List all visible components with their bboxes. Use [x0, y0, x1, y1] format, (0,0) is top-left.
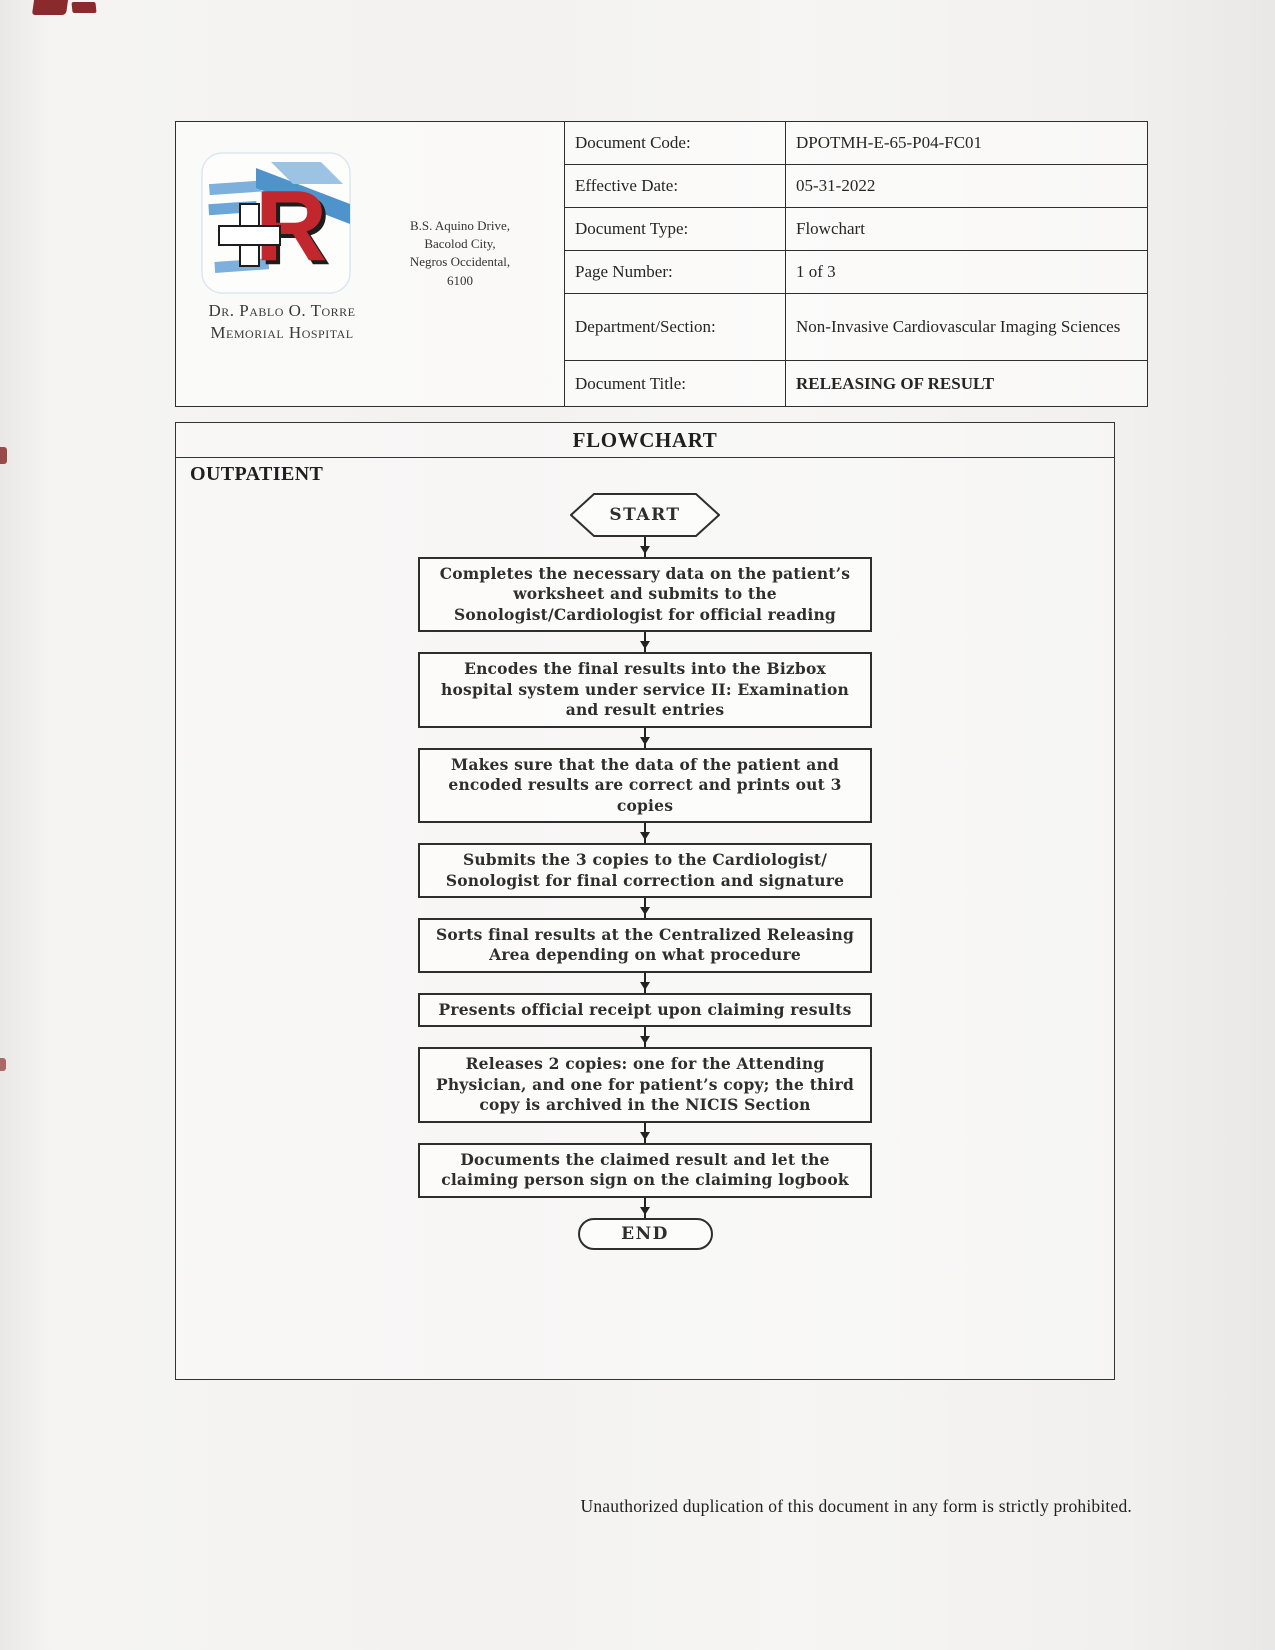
scan-artifact [0, 1058, 6, 1071]
flow-arrow [644, 537, 646, 557]
flow-arrow [644, 1122, 646, 1143]
flow-column: START Completes the necessary data on th… [418, 493, 872, 1250]
department-section-value: Non-Invasive Cardiovascular Imaging Scie… [785, 293, 1148, 361]
hospital-name-line2: Memorial Hospital [210, 323, 354, 343]
document-code-label: Document Code: [564, 121, 786, 165]
document-code-value: DPOTMH-E-65-P04-FC01 [785, 121, 1148, 165]
page-number-value: 1 of 3 [785, 250, 1148, 294]
flow-arrow [644, 1027, 646, 1048]
document-type-value: Flowchart [785, 207, 1148, 251]
outpatient-label: OUTPATIENT [190, 463, 324, 485]
flowchart-title: FLOWCHART [176, 423, 1114, 458]
end-terminator: END [577, 1217, 713, 1250]
hospital-address: B.S. Aquino Drive, Bacolod City, Negros … [409, 218, 511, 288]
flow-arrow [644, 727, 646, 748]
hospital-name: Dr. Pablo O. Torre Memorial Hospital [176, 300, 388, 344]
effective-date-label: Effective Date: [564, 164, 786, 208]
document-title-value: RELEASING OF RESULT [785, 360, 1148, 407]
document-title-label: Document Title: [564, 360, 786, 407]
flow-arrow [644, 972, 646, 993]
flow-step-7: Releases 2 copies: one for the Attending… [418, 1047, 872, 1123]
footer-note: Unauthorized duplication of this documen… [580, 1496, 1132, 1516]
page-number-label: Page Number: [564, 250, 786, 294]
flow-step-5: Sorts final results at the Centralized R… [418, 917, 872, 973]
department-section-label: Department/Section: [564, 293, 786, 361]
flow-arrow [644, 897, 646, 918]
flow-step-8: Documents the claimed result and let the… [418, 1142, 872, 1198]
flow-step-1: Completes the necessary data on the pati… [418, 557, 872, 633]
hospital-logo: R R [201, 152, 351, 297]
flow-arrow [644, 1197, 646, 1218]
start-terminator: START [569, 493, 721, 537]
flowchart-frame: FLOWCHART OUTPATIENT START Completes the… [175, 422, 1115, 1380]
hexagon-shape [569, 493, 721, 537]
scan-artifact [71, 2, 97, 13]
hospital-name-line1: Dr. Pablo O. Torre [208, 301, 356, 320]
flow-step-4: Submits the 3 copies to the Cardiologist… [418, 843, 872, 898]
flow-step-2: Encodes the final results into the Bizbo… [418, 652, 872, 728]
scan-artifact [31, 0, 69, 15]
flow-arrow [644, 823, 646, 844]
logo-cell: R R B.S. Aquino Drive, Bacolod City, Neg… [175, 121, 565, 407]
hospital-logo-icon: R R [201, 152, 351, 294]
flow-step-6: Presents official receipt upon claiming … [418, 992, 872, 1028]
start-label: START [609, 505, 681, 525]
effective-date-value: 05-31-2022 [785, 164, 1148, 208]
flow-step-3: Makes sure that the data of the patient … [418, 747, 872, 824]
flow-arrow [644, 632, 646, 653]
document-type-label: Document Type: [564, 207, 786, 251]
scan-artifact [0, 447, 7, 464]
document-header-table: R R B.S. Aquino Drive, Bacolod City, Neg… [175, 121, 1148, 407]
